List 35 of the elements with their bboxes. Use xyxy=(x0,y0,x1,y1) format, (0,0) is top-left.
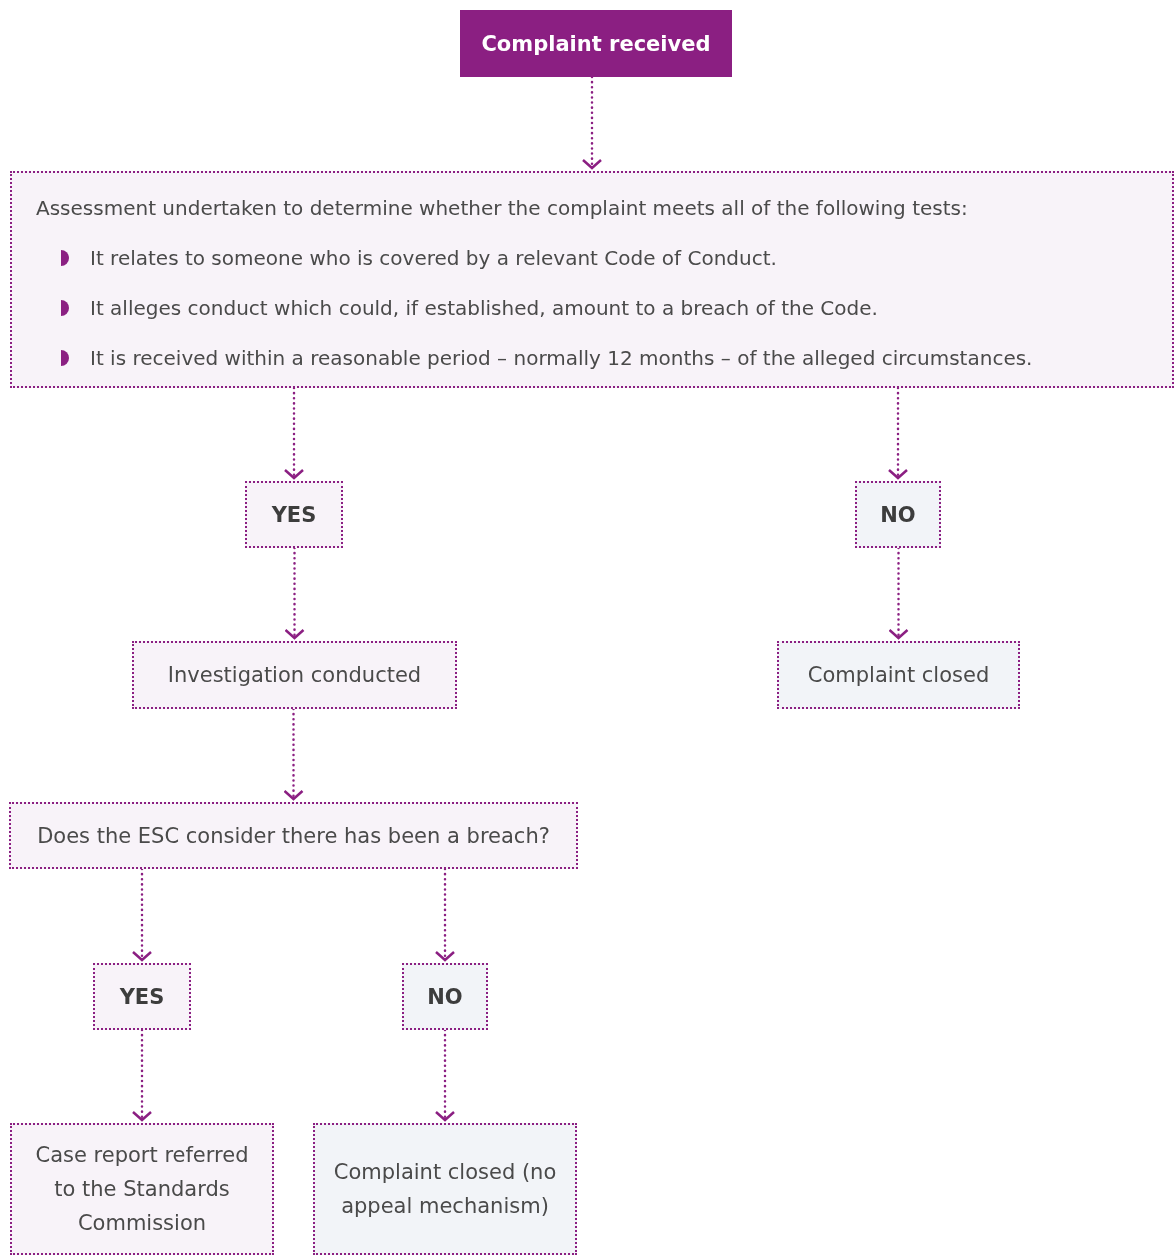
arrow xyxy=(131,867,153,962)
arrow xyxy=(888,546,909,640)
node-text: NO xyxy=(880,501,916,529)
arrow xyxy=(283,707,304,801)
arrow xyxy=(131,1028,153,1122)
start-box xyxy=(460,10,732,77)
node-text: Does the ESC consider there has been a breach? xyxy=(37,822,550,850)
node-text: Complaint received xyxy=(481,30,711,58)
answer-box xyxy=(245,481,343,548)
assessment-box xyxy=(10,171,1174,388)
answer-box xyxy=(402,963,488,1030)
node-text: YES xyxy=(271,501,317,529)
node-text: Complaint closed (no appeal mechanism) xyxy=(332,1159,558,1220)
node-text: YES xyxy=(119,983,165,1011)
heading-text: Assessment undertaken to determine whether the complaint meets all of the following tests: xyxy=(36,195,968,222)
process-box xyxy=(9,802,578,869)
node-text: Complaint closed xyxy=(807,662,990,689)
process-box xyxy=(132,641,457,709)
node-text: Case report referred to the Standards Commission xyxy=(34,1142,250,1237)
process-box xyxy=(777,641,1020,709)
criterion-text: It relates to someone who is covered by a relevant Code of Conduct. xyxy=(90,245,777,272)
criterion-text: It alleges conduct which could, if established, amount to a breach of the Code. xyxy=(90,295,878,322)
arrow xyxy=(434,867,456,962)
arrow xyxy=(887,386,909,480)
node-text: Investigation conducted xyxy=(167,662,422,689)
arrow xyxy=(283,386,305,480)
arrow xyxy=(434,1028,456,1122)
process-box xyxy=(10,1123,274,1255)
answer-box xyxy=(855,481,941,548)
process-box xyxy=(313,1123,577,1255)
arrow xyxy=(284,546,305,640)
criterion-text: It is received within a reasonable period – normally 12 months – of the alleged circumstances. xyxy=(90,345,1033,372)
answer-box xyxy=(93,963,191,1030)
node-text: NO xyxy=(427,983,463,1011)
arrow xyxy=(581,75,603,170)
